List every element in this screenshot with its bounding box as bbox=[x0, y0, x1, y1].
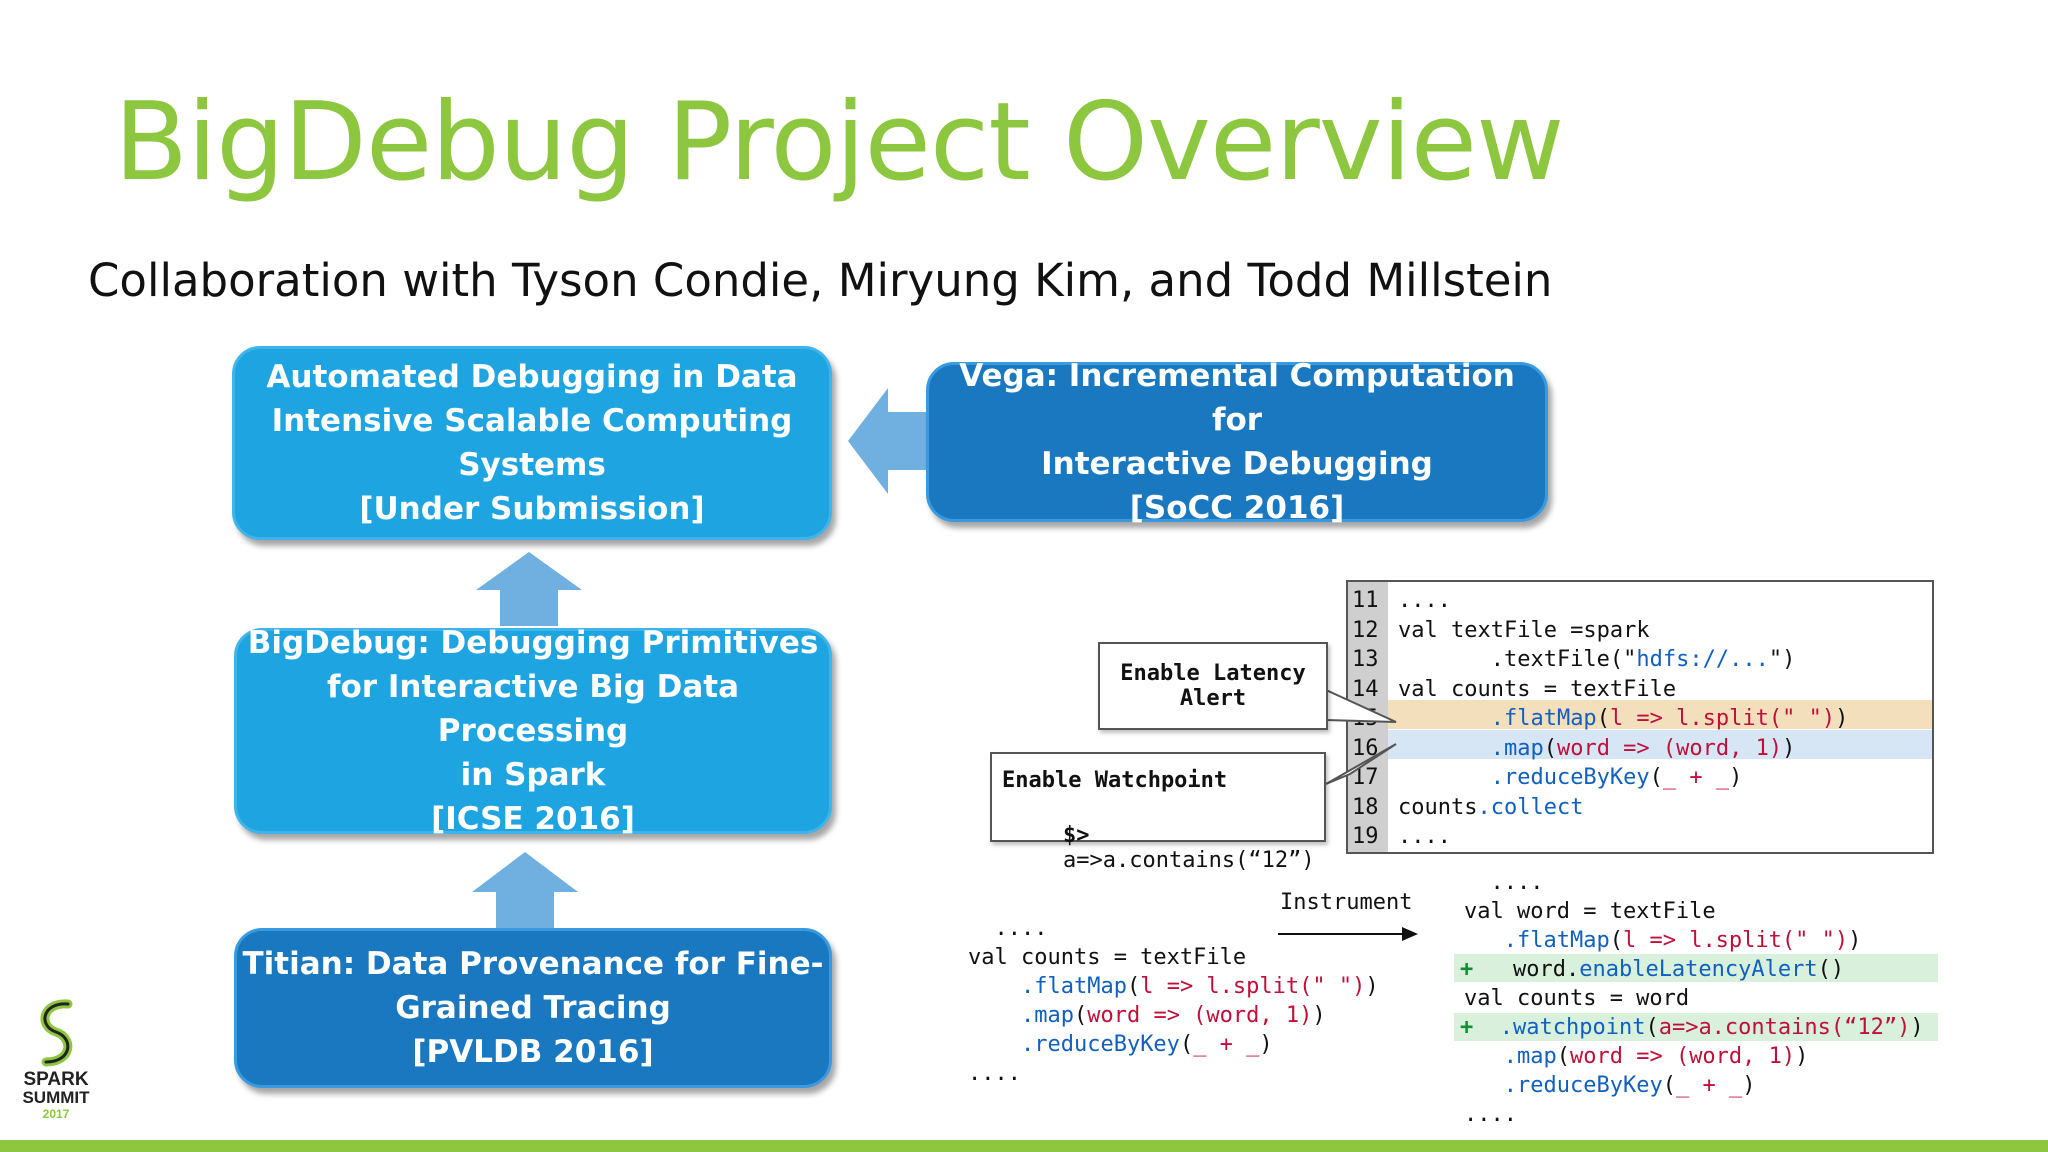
editor-line: 15 .flatMap(l => l.split(" ")) bbox=[1348, 706, 1932, 736]
box-line: [ICSE 2016] bbox=[431, 801, 635, 837]
box-line: [Under Submission] bbox=[359, 491, 705, 527]
up-arrow-icon bbox=[472, 852, 578, 930]
line-number: 11 bbox=[1352, 588, 1379, 613]
line-text: .... bbox=[1398, 824, 1451, 849]
line-number: 12 bbox=[1352, 617, 1379, 643]
code-line: .reduceByKey(_ + _) bbox=[1503, 1073, 1756, 1098]
left-arrow-icon bbox=[848, 388, 948, 494]
slide-subtitle: Collaboration with Tyson Condie, Miryung… bbox=[88, 254, 1553, 307]
logo-summit: SUMMIT bbox=[22, 1088, 90, 1107]
line-number: 14 bbox=[1352, 676, 1379, 702]
editor-line: 13 .textFile("hdfs://...") bbox=[1348, 647, 1932, 677]
editor-line: 18 counts.collect bbox=[1348, 795, 1932, 825]
editor-line: 12 val textFile =spark bbox=[1348, 618, 1932, 648]
box-line: Vega: Incremental Computation for bbox=[959, 358, 1515, 438]
code-line: .reduceByKey(_ + _) bbox=[1020, 1032, 1273, 1057]
logo-year: 2017 bbox=[42, 1107, 70, 1121]
box-line: Titian: Data Provenance for Fine- bbox=[242, 946, 824, 982]
line-highlight-latency bbox=[1388, 700, 1932, 729]
line-number: 19 bbox=[1352, 824, 1379, 849]
editor-line: 14 val counts = textFile bbox=[1348, 677, 1932, 707]
watchpoint-callout[interactable]: Enable Watchpoint $> a=>a.contains(“12”) bbox=[990, 752, 1326, 873]
box-line: Systems bbox=[458, 447, 606, 483]
up-arrow-icon bbox=[476, 552, 582, 626]
watchpoint-expression: a=>a.contains(“12”) bbox=[1062, 848, 1315, 873]
automated-debugging-box: Automated Debugging in Data Intensive Sc… bbox=[232, 346, 832, 540]
spark-summit-logo-icon bbox=[40, 999, 73, 1067]
code-line: + word.enableLatencyAlert() bbox=[1460, 957, 1845, 982]
bigdebug-box: BigDebug: Debugging Primitives for Inter… bbox=[234, 625, 832, 837]
callout-line: Alert bbox=[1179, 686, 1247, 711]
editor-line: 16 .map(word => (word, 1)) bbox=[1348, 736, 1932, 766]
callout-pointer bbox=[1325, 690, 1397, 785]
line-text: counts.collect bbox=[1398, 794, 1584, 820]
code-line: .flatMap(l => l.split(" ")) bbox=[1503, 928, 1862, 953]
line-text: .map(word => (word, 1)) bbox=[1490, 735, 1796, 761]
line-text: val counts = textFile bbox=[1398, 676, 1677, 702]
editor-line: 11.... bbox=[1348, 588, 1932, 618]
box-line: BigDebug: Debugging Primitives bbox=[247, 625, 819, 661]
box-line: in Spark bbox=[460, 757, 606, 793]
box-line: Interactive Debugging bbox=[1041, 446, 1433, 482]
code-line: val word = textFile bbox=[1464, 899, 1716, 924]
line-text: .textFile("hdfs://...") bbox=[1398, 647, 1796, 672]
line-text: .... bbox=[1398, 588, 1451, 613]
latency-alert-callout[interactable]: Enable Latency Alert bbox=[1098, 642, 1328, 730]
inserted-line-highlight bbox=[1454, 1013, 1938, 1041]
line-number: 13 bbox=[1352, 647, 1379, 672]
box-line: Automated Debugging in Data bbox=[266, 359, 798, 395]
watchpoint-title: Enable Watchpoint bbox=[1002, 768, 1228, 793]
box-line: for Interactive Big Data Processing bbox=[327, 669, 739, 749]
code-line: val counts = textFile bbox=[968, 945, 1247, 970]
code-line: .... bbox=[968, 1061, 1021, 1086]
box-line: [PVLDB 2016] bbox=[412, 1034, 654, 1070]
original-code-block: .... val counts = textFile .flatMap(l =>… bbox=[968, 914, 1379, 1089]
line-text: .reduceByKey(_ + _) bbox=[1490, 765, 1743, 790]
box-line: [SoCC 2016] bbox=[1129, 490, 1345, 526]
code-line: .... bbox=[1464, 870, 1544, 895]
instrumented-code-block: .... val word = textFile .flatMap(l => l… bbox=[1460, 868, 1924, 1127]
titian-box: Titian: Data Provenance for Fine- Graine… bbox=[234, 928, 832, 1088]
code-line: + .watchpoint(a=>a.contains(“12”)) bbox=[1460, 1015, 1924, 1040]
vega-box: Vega: Incremental Computation for Intera… bbox=[926, 358, 1548, 526]
watchpoint-prompt: $> bbox=[1062, 823, 1090, 848]
box-line: Intensive Scalable Computing bbox=[271, 403, 793, 439]
code-line: .map(word => (word, 1)) bbox=[1020, 1003, 1326, 1028]
line-text: .flatMap(l => l.split(" ")) bbox=[1490, 706, 1849, 731]
instrument-label: Instrument bbox=[1280, 890, 1413, 915]
box-line: Grained Tracing bbox=[395, 990, 671, 1026]
editor-line: 19.... bbox=[1348, 824, 1932, 854]
right-arrow-icon bbox=[1278, 927, 1418, 941]
code-line: val counts = word bbox=[1464, 986, 1690, 1011]
logo-spark: SPARK bbox=[23, 1069, 89, 1090]
inserted-line-highlight bbox=[1454, 954, 1938, 982]
code-line: .flatMap(l => l.split(" ")) bbox=[1020, 974, 1379, 999]
code-line: .... bbox=[968, 916, 1048, 941]
callout-line: Enable Latency bbox=[1120, 661, 1306, 686]
editor-line: 17 .reduceByKey(_ + _) bbox=[1348, 765, 1932, 795]
code-line: .... bbox=[1464, 1102, 1517, 1127]
line-text: val textFile =spark bbox=[1398, 617, 1650, 643]
line-highlight-watchpoint bbox=[1388, 730, 1932, 759]
code-line: .map(word => (word, 1)) bbox=[1503, 1044, 1809, 1069]
line-number: 18 bbox=[1352, 794, 1379, 820]
slide-title: BigDebug Project Overview bbox=[114, 80, 1564, 205]
footer-bar bbox=[0, 1140, 2048, 1152]
